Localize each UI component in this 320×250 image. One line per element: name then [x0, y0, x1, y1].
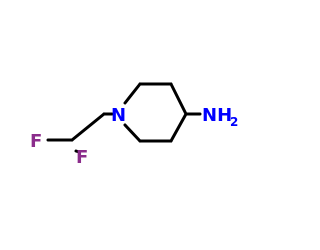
bond-n-c2 — [123, 82, 142, 105]
atom-amine-nh: NH — [202, 105, 232, 126]
atom-ring-nitrogen: N — [111, 105, 126, 126]
bond-c6-n — [123, 123, 142, 143]
atom-fluorine-upper: F — [30, 131, 42, 152]
bond-c3-c4 — [169, 82, 188, 116]
atom-amine-subscript: 2 — [230, 115, 238, 129]
bond-c4-c5 — [169, 112, 188, 143]
atom-fluorine-lower: F — [76, 147, 88, 168]
structure-canvas: F F N NH 2 — [30, 82, 238, 168]
bond-f-lower-c — [74, 149, 81, 154]
bonds — [46, 82, 202, 154]
bond-cf2-ch2 — [70, 112, 106, 142]
molecule-diagram: F F N NH 2 — [30, 82, 238, 168]
